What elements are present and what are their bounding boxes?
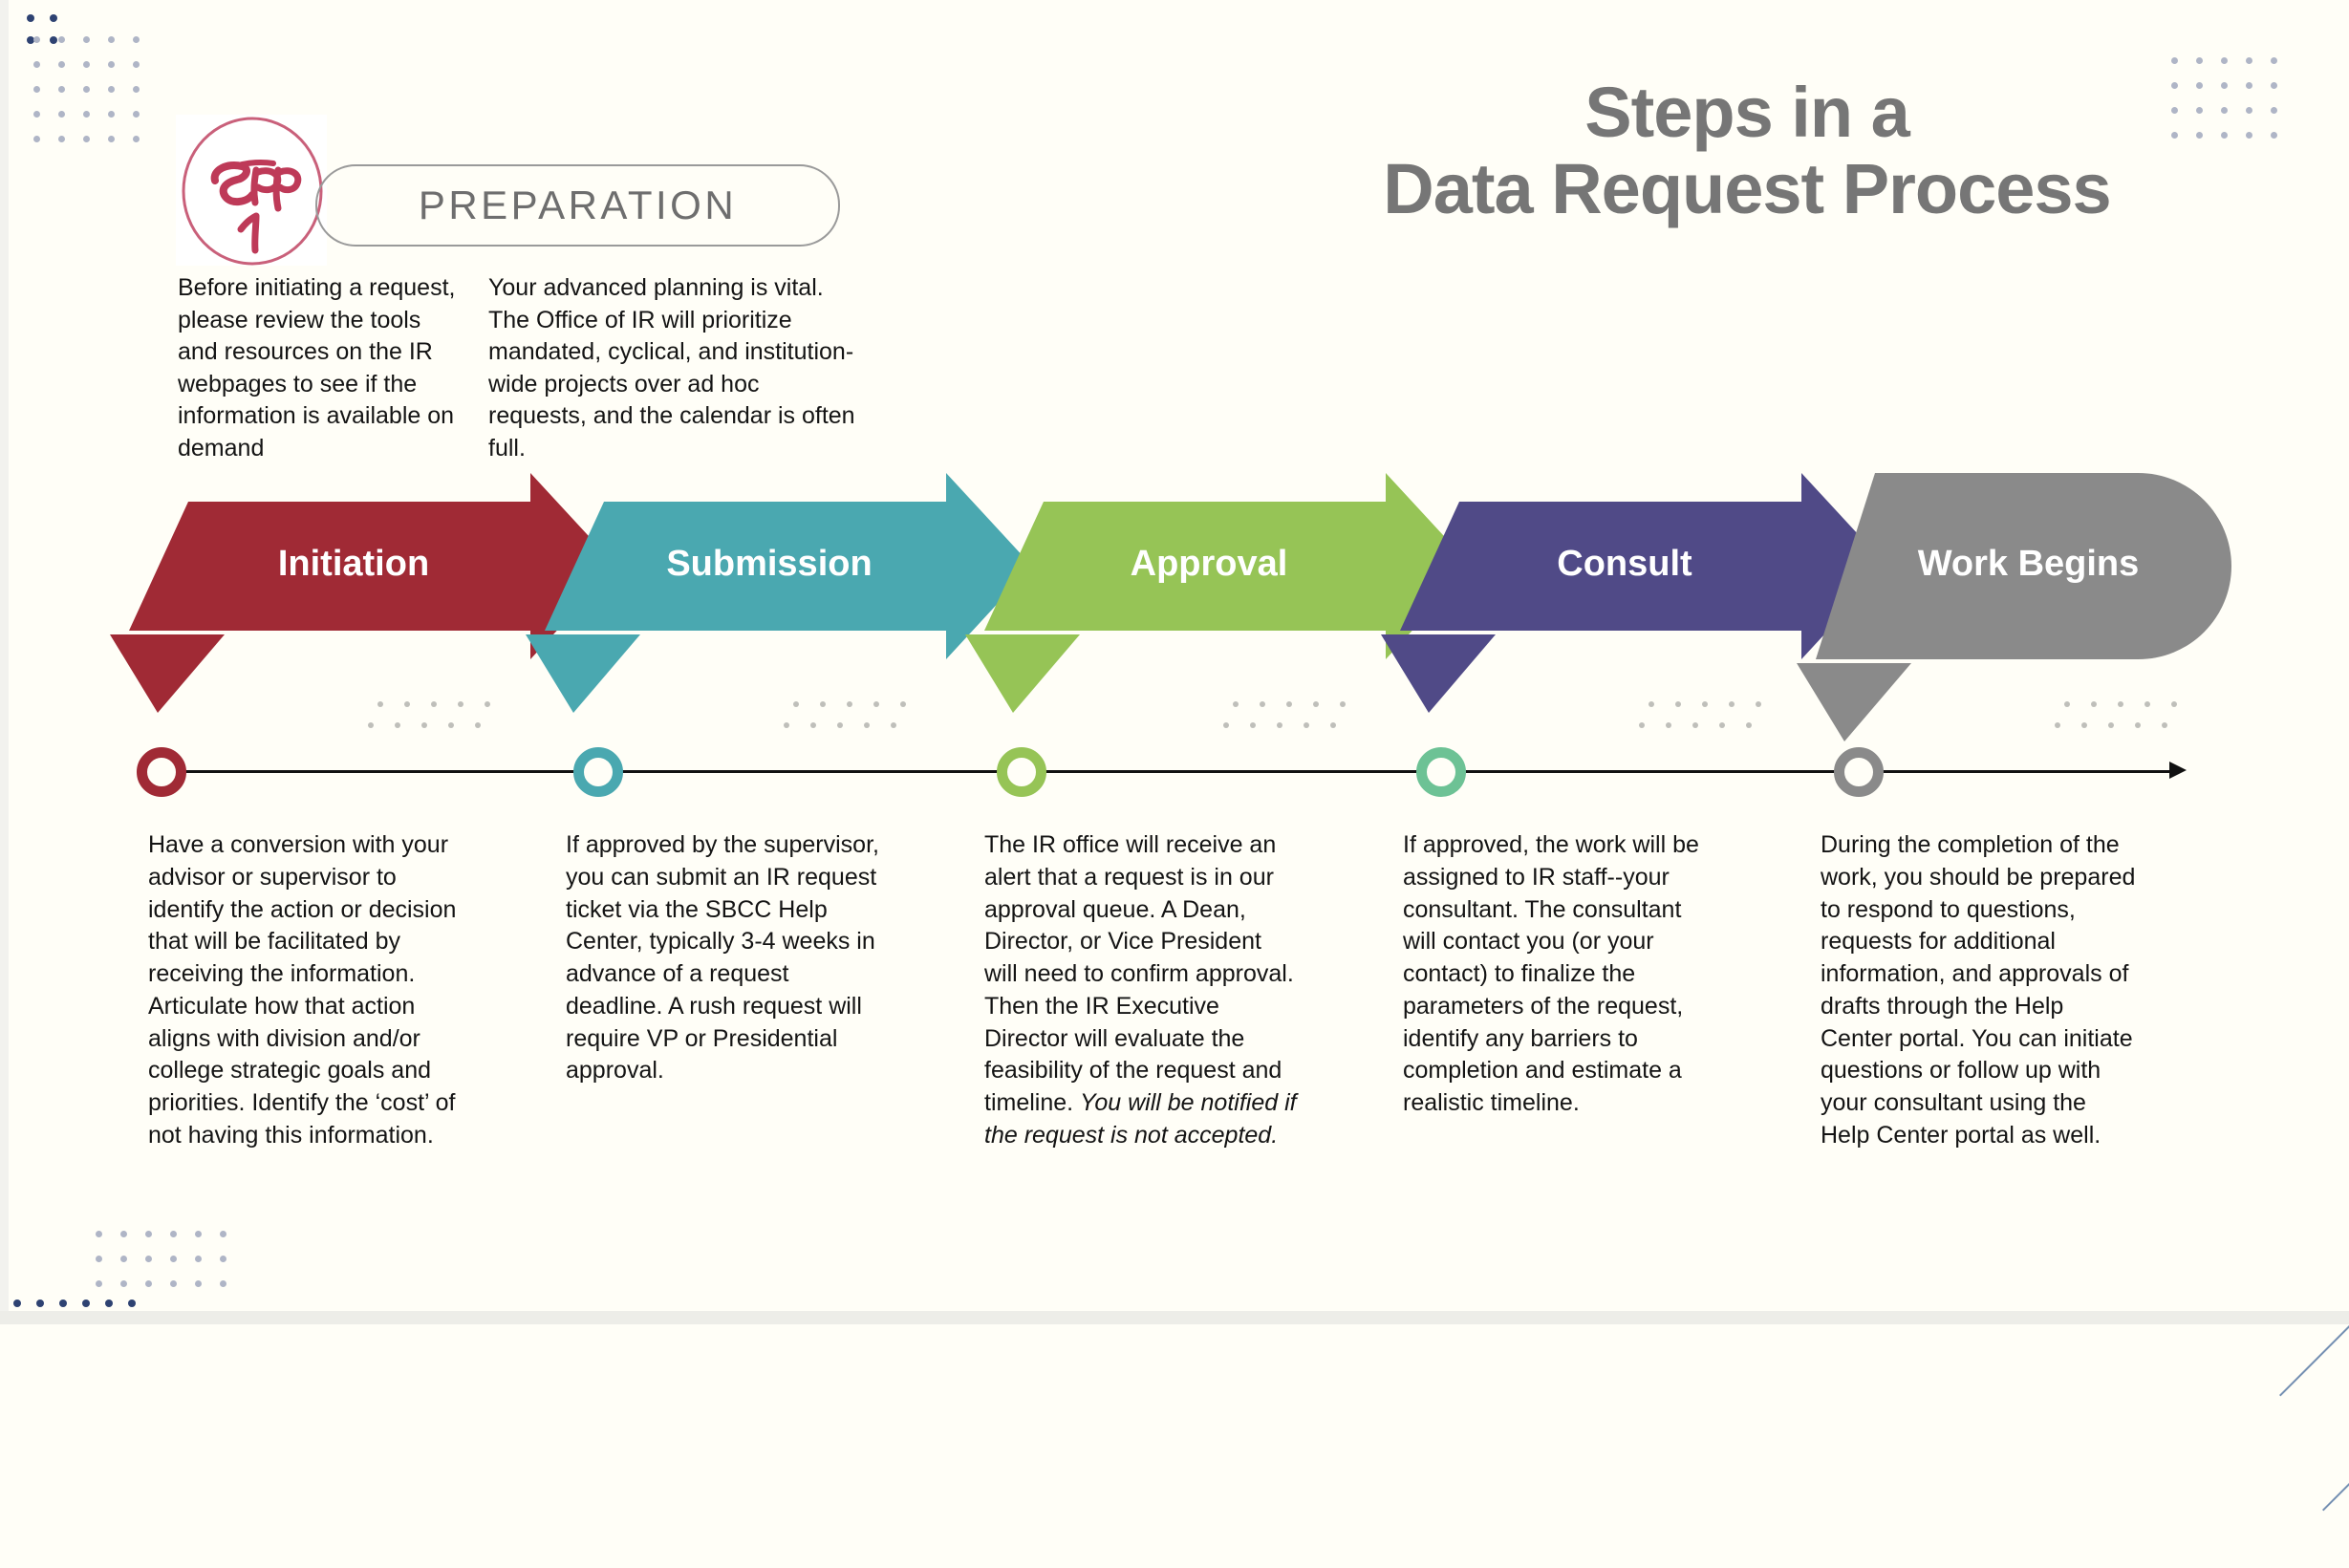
stage-description-1: Have a conversion with your advisor or s… bbox=[148, 831, 457, 1149]
timeline-arrowhead-icon bbox=[2169, 762, 2187, 779]
stage-label-3: Approval bbox=[1130, 543, 1288, 584]
stage-arrow-4 bbox=[1400, 473, 1887, 659]
stage-arrow-3 bbox=[984, 473, 1472, 659]
left-edge-bar bbox=[0, 0, 9, 1311]
timeline-line bbox=[141, 770, 2175, 773]
page-title-line-2: Data Request Process bbox=[1383, 148, 2111, 228]
stage-arrow-5 bbox=[1816, 473, 2231, 659]
stage-pin-1 bbox=[110, 634, 225, 713]
timeline-dot-4 bbox=[1416, 747, 1466, 797]
slide-canvas: Steps in a Data Request Process PREPARAT… bbox=[0, 0, 2349, 1512]
stage-label-4: Consult bbox=[1557, 543, 1692, 584]
stage-arrow-2 bbox=[545, 473, 1032, 659]
timeline-dot-2 bbox=[573, 747, 623, 797]
stage-description-2: If approved by the supervisor, you can s… bbox=[566, 831, 879, 1085]
stage-description-3: The IR office will receive an alert that… bbox=[984, 831, 1297, 1149]
preparation-paragraph-2: Your advanced planning is vital. The Off… bbox=[488, 274, 855, 462]
stage-arrow-1 bbox=[129, 473, 616, 659]
stage-label-1: Initiation bbox=[277, 543, 430, 584]
page-title: Steps in a Data Request Process bbox=[1183, 75, 2311, 227]
timeline-dot-3 bbox=[997, 747, 1046, 797]
stage-description-5: During the completion of the work, you s… bbox=[1821, 831, 2136, 1149]
preparation-pill: PREPARATION bbox=[315, 164, 840, 247]
bottom-edge-bar bbox=[0, 1311, 2349, 1324]
step-1-badge bbox=[176, 115, 327, 266]
stage-label-5: Work Begins bbox=[1917, 543, 2140, 584]
stage-pin-3 bbox=[965, 634, 1080, 713]
page-title-line-1: Steps in a bbox=[1584, 73, 1910, 152]
stage-pin-4 bbox=[1381, 634, 1496, 713]
stage-pin-2 bbox=[526, 634, 640, 713]
step-badge-script-icon bbox=[182, 117, 323, 266]
timeline-dot-5 bbox=[1834, 747, 1884, 797]
timeline-dot-1 bbox=[137, 747, 186, 797]
preparation-paragraph-1: Before initiating a request, please revi… bbox=[178, 274, 456, 462]
stage-label-2: Submission bbox=[666, 543, 873, 584]
stage-description-4: If approved, the work will be assigned t… bbox=[1403, 831, 1699, 1116]
preparation-pill-label: PREPARATION bbox=[418, 183, 738, 227]
stage-pin-5 bbox=[1797, 663, 1911, 741]
stage-arrow-group bbox=[110, 473, 2231, 741]
stage-description-emphasis-3: You will be notified if the request is n… bbox=[984, 1089, 1297, 1149]
